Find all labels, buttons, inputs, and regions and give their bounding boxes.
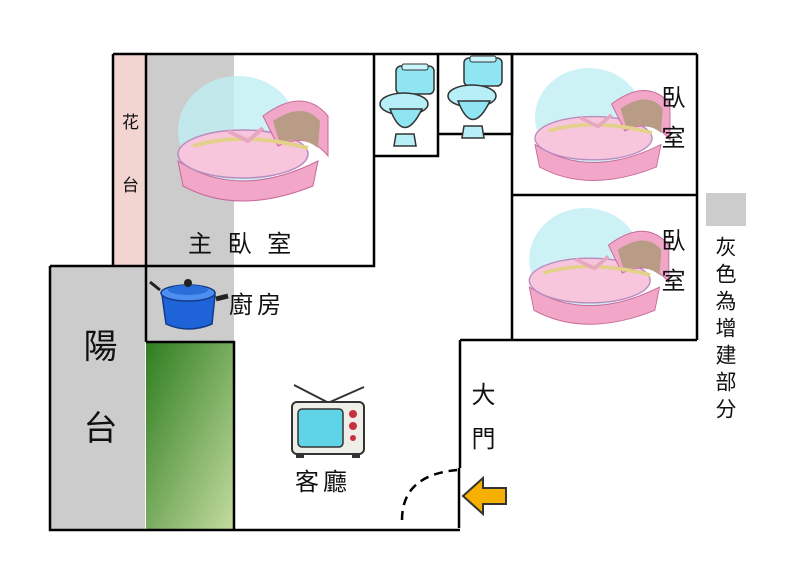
cradle-icon: [527, 206, 671, 327]
main-door-label: 大門: [467, 382, 495, 470]
arrow-icon: [461, 475, 507, 517]
flower-bed-label: 花台: [118, 113, 138, 239]
legend-swatch: [706, 193, 746, 226]
toilet-icon: [379, 63, 435, 147]
toilet-icon: [447, 55, 503, 139]
living-room-label: 客廳: [295, 468, 351, 496]
bedroom-label-1: 臥室: [657, 85, 685, 165]
legend-text: 灰色為增建部分: [713, 236, 737, 425]
cradle-icon: [533, 66, 672, 183]
master-bedroom-label: 主 臥 室: [188, 230, 296, 258]
door-swing-icon: [400, 468, 461, 528]
cradle-icon: [176, 74, 330, 203]
kitchen-label: 廚房: [229, 291, 285, 319]
tv-icon: [291, 384, 365, 458]
balcony-label: 陽台: [77, 328, 117, 492]
pot-icon: [149, 279, 229, 330]
bedroom-label-2: 臥室: [657, 228, 685, 308]
